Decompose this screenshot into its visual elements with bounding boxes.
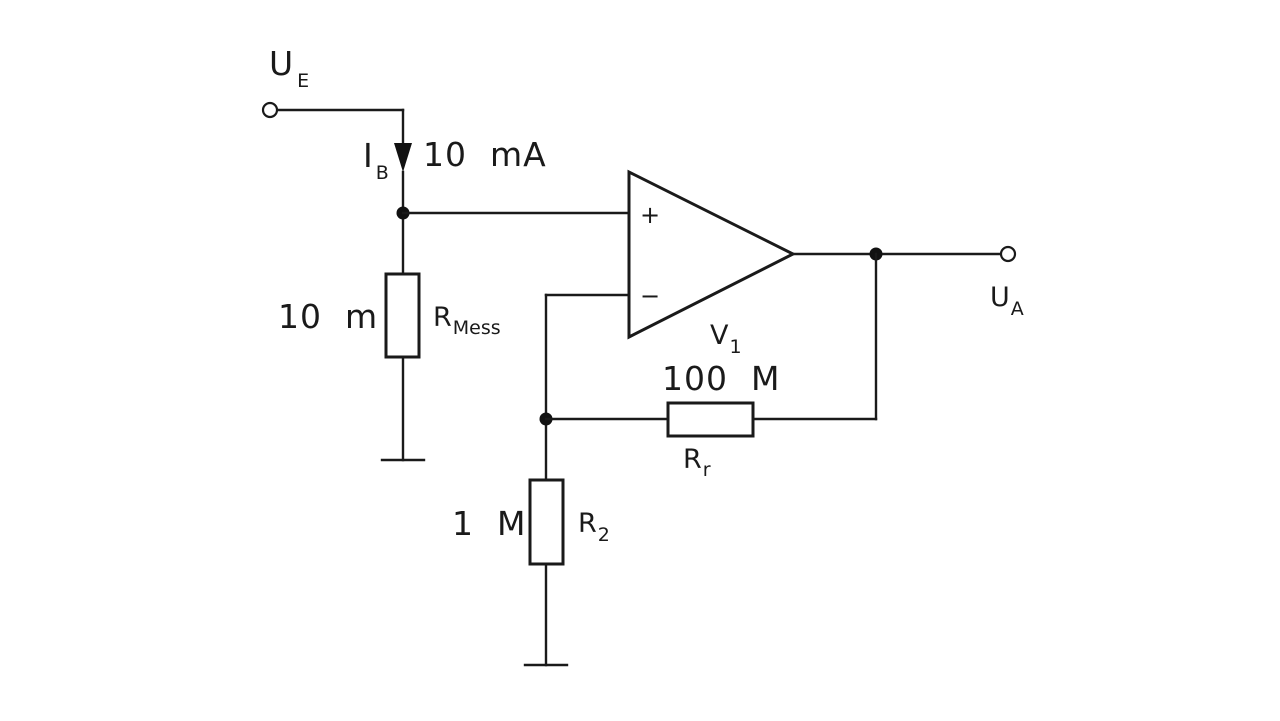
opamp-label: V1 [710,320,742,358]
input-branch [261,101,412,275]
opamp-minus-sign: − [640,282,660,310]
input-terminal [261,101,279,119]
r-r-label: Rr [683,444,711,481]
r-2-label: R2 [578,508,610,546]
output-terminal-label: UA [990,282,1024,320]
opamp-plus-sign: + [640,201,660,229]
r-2-value: 1 M [452,504,526,543]
resistor-r-r [666,401,755,438]
current-value: 10 mA [423,135,547,174]
resistor-r-2 [523,478,569,667]
resistor-r-mess [380,272,426,462]
r-mess-label: RMess [433,302,501,339]
opamp-v1: + − [627,169,797,340]
current-arrow-icon [394,143,412,172]
feedback-network [539,293,878,482]
r-r-value: 100 M [662,359,780,398]
r-mess-value: 10 m [278,297,378,336]
output-terminal [999,245,1017,263]
output-branch [791,245,1017,421]
